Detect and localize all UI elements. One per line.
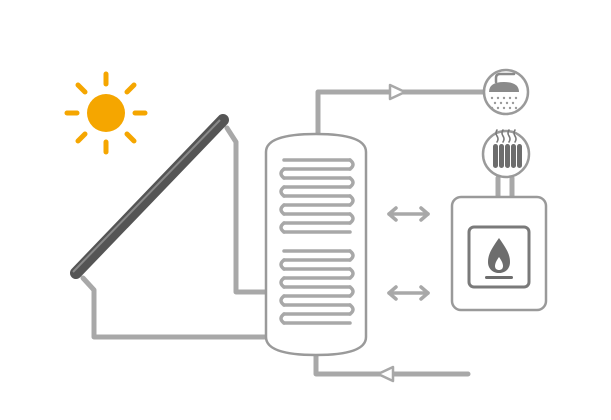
radiator-icon xyxy=(481,129,531,179)
pipe-hot-water-out xyxy=(315,89,487,136)
shower-icon xyxy=(482,68,530,116)
cold-water-flow-arrow-icon xyxy=(376,365,395,383)
water-tank-icon xyxy=(264,132,368,357)
gas-boiler xyxy=(450,195,548,312)
solar-panel-icon xyxy=(70,114,229,279)
exchange-arrow-upper-icon xyxy=(387,206,430,222)
pipe-collector-return xyxy=(80,275,271,340)
exchange-arrow-lower-icon xyxy=(387,285,430,301)
sun-icon xyxy=(64,71,148,155)
pipes xyxy=(80,89,515,377)
flame-icon xyxy=(485,238,513,279)
tank-lower-coil xyxy=(279,249,355,325)
tank-shell xyxy=(264,132,368,357)
pipe-cold-water-in xyxy=(313,352,471,377)
pipe-collector-out xyxy=(224,125,271,295)
hot-water-flow-arrow-icon xyxy=(388,83,407,101)
tank-upper-coil xyxy=(279,158,355,234)
